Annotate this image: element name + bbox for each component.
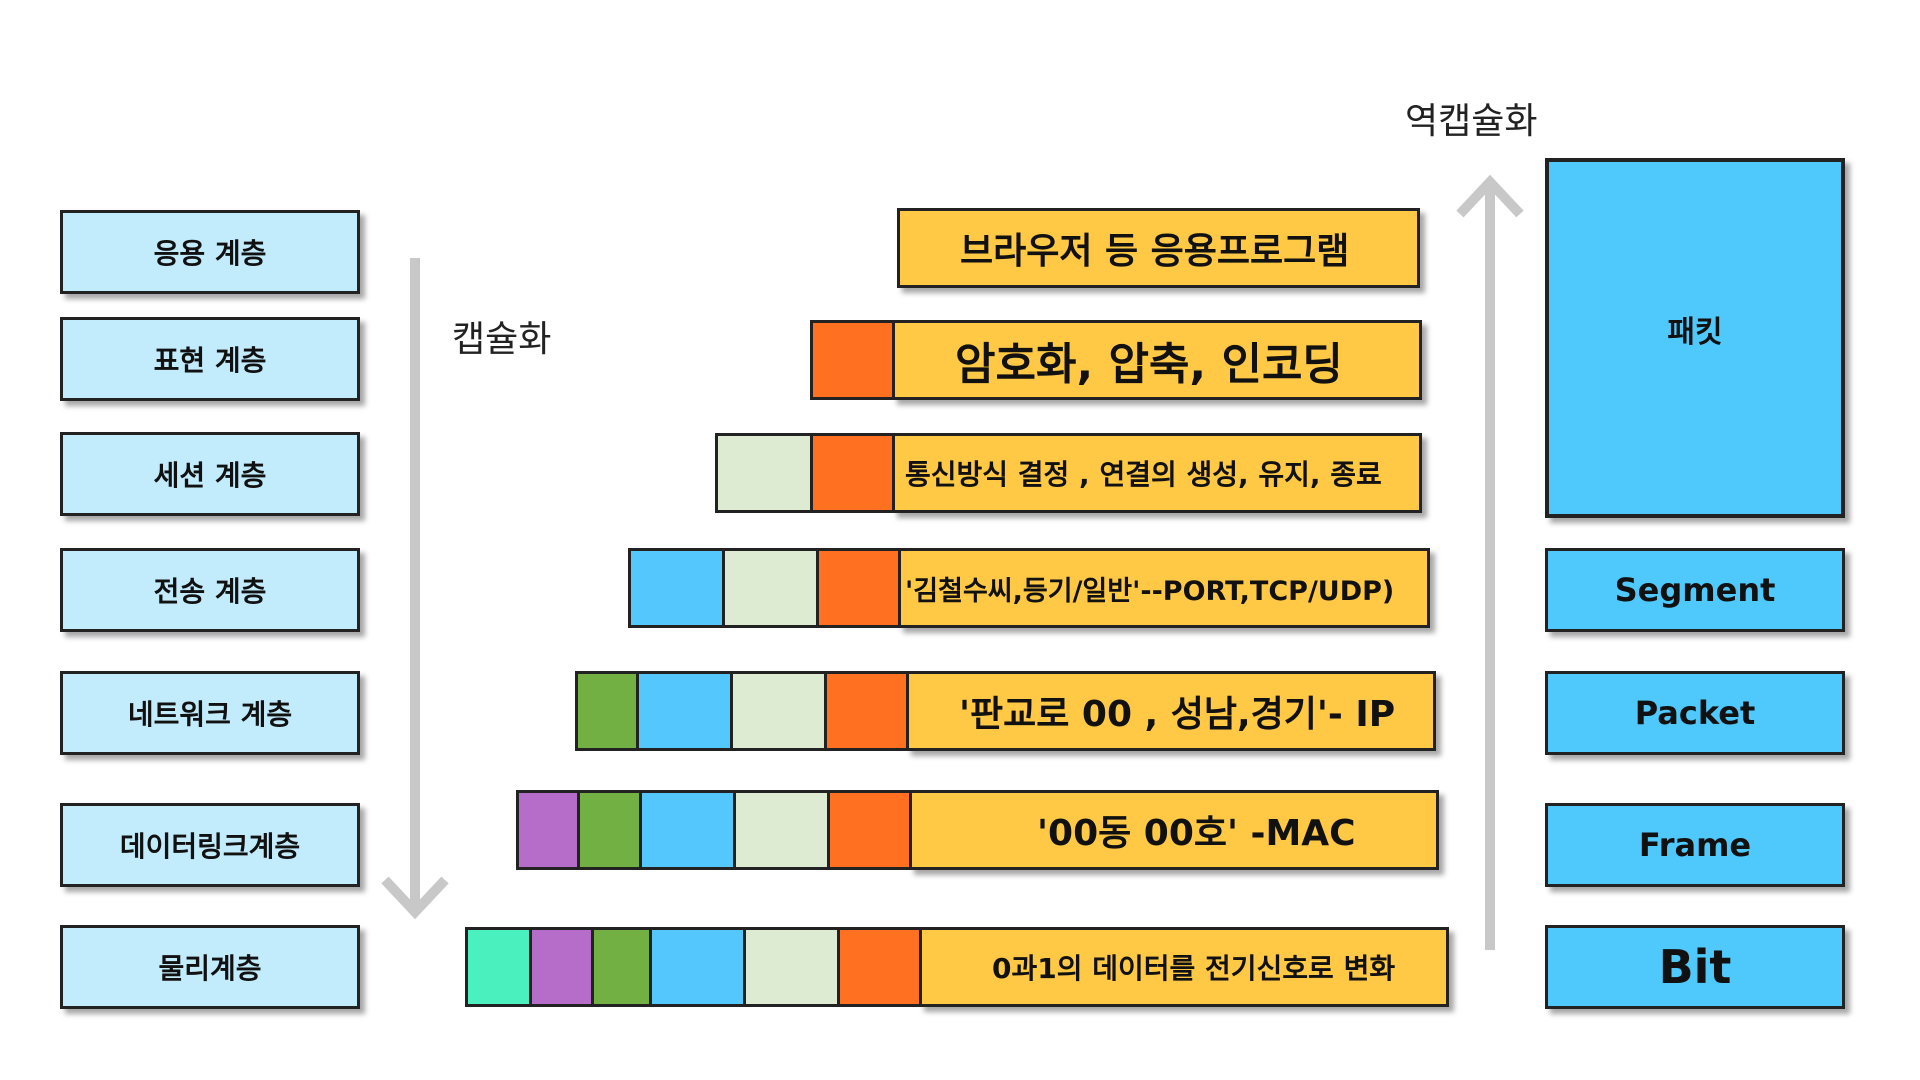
physical-header [465,927,529,1007]
layer-label: 데이터링크계층 [119,830,301,863]
presentation-header [837,927,919,1007]
pdu-segment-box: Segment [1545,548,1845,632]
session-header [730,671,824,751]
layer-datalink: 데이터링크계층 [60,803,360,887]
layer-network: 네트워크 계층 [60,671,360,755]
session-header [715,433,810,513]
presentation-data-bar: 암호화, 압축, 인코딩 [892,320,1422,400]
decapsulation-arrow [1456,174,1524,950]
layer-application: 응용 계층 [60,210,360,294]
pdu-network-packet-box: Packet [1545,671,1845,755]
pdu-label: Bit [1658,940,1732,994]
transport-header [639,790,733,870]
layer-label: 세션 계층 [153,459,267,492]
presentation-header [810,433,892,513]
pdu-label: Packet [1634,694,1756,732]
physical-data-bar: 0과1의 데이터를 전기신호로 변화 [919,927,1449,1007]
layer-label: 전송 계층 [153,575,267,608]
bar-label: 브라우저 등 응용프로그램 [960,231,1350,272]
network-header [591,927,649,1007]
layer-transport: 전송 계층 [60,548,360,632]
bar-label: '판교로 00 , 성남,경기'- IP [959,694,1396,735]
network-data-bar: '판교로 00 , 성남,경기'- IP [906,671,1436,751]
encapsulation-label: 캡슐화 [452,319,552,360]
layer-label: 표현 계층 [153,344,267,377]
layer-label: 물리계층 [158,952,262,985]
pdu-label: 패킷 [1667,315,1723,350]
transport-data-bar: '김철수씨,등기/일반'--PORT,TCP/UDP) [898,548,1430,628]
layer-session: 세션 계층 [60,432,360,516]
datalink-data-bar: '00동 00호' -MAC [909,790,1439,870]
datalink-header [529,927,591,1007]
layer-physical: 물리계층 [60,925,360,1009]
network-header [577,790,639,870]
session-header [733,790,827,870]
bar-label: '00동 00호' -MAC [1037,813,1356,854]
application-data-bar: 브라우저 등 응용프로그램 [897,208,1420,288]
pdu-frame-box: Frame [1545,803,1845,887]
transport-header [628,548,722,628]
layer-label: 응용 계층 [153,237,267,270]
network-header [575,671,636,751]
bar-label: 통신방식 결정 , 연결의 생성, 유지, 종료 [905,458,1382,491]
presentation-header [810,320,892,400]
transport-header [649,927,743,1007]
bar-label: 0과1의 데이터를 전기신호로 변화 [992,952,1396,985]
presentation-header [816,548,898,628]
pdu-label: Segment [1614,571,1776,609]
datalink-header [516,790,577,870]
presentation-header [824,671,906,751]
bar-label: 암호화, 압축, 인코딩 [955,339,1343,390]
session-header [743,927,837,1007]
transport-header [636,671,730,751]
decapsulation-label: 역캡슐화 [1405,101,1538,142]
pdu-bit-box: Bit [1545,925,1845,1009]
pdu-packet-box: 패킷 [1545,158,1845,518]
session-header [722,548,816,628]
layer-label: 네트워크 계층 [127,698,293,731]
session-data-bar: 통신방식 결정 , 연결의 생성, 유지, 종료 [892,433,1422,513]
presentation-header [827,790,909,870]
encapsulation-arrow [381,258,449,920]
layer-presentation: 표현 계층 [60,317,360,401]
pdu-label: Frame [1638,826,1752,864]
bar-label: '김철수씨,등기/일반'--PORT,TCP/UDP) [905,575,1395,607]
